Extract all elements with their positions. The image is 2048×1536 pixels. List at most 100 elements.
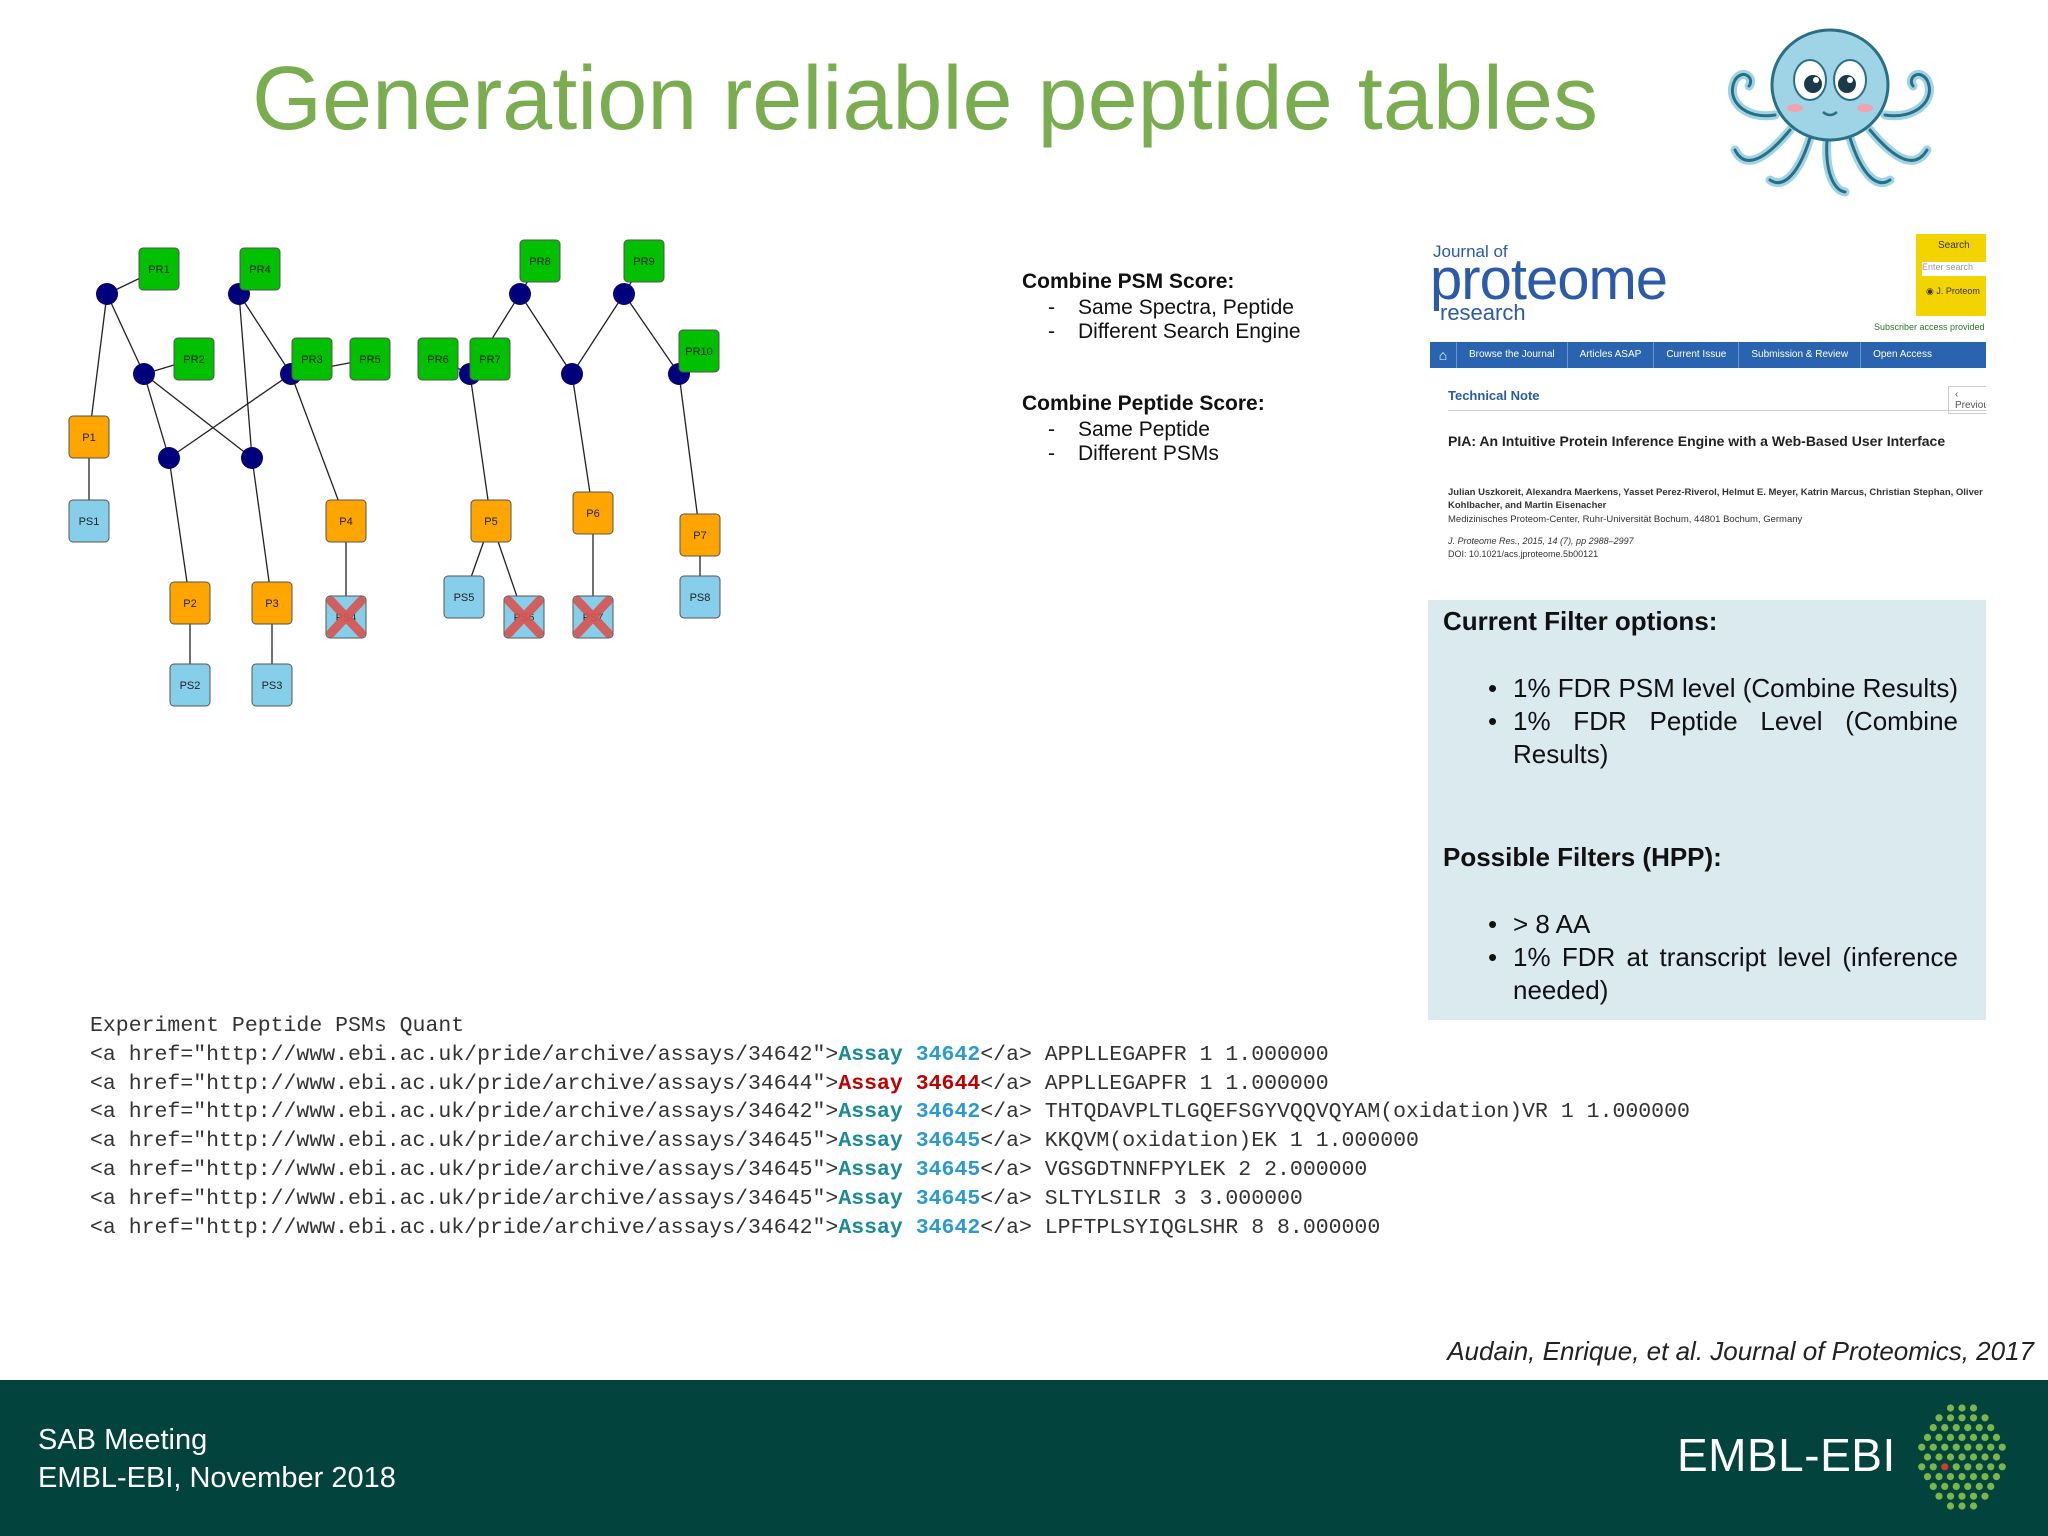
- psm-label: PS1: [79, 516, 100, 528]
- peptide-node: [251, 581, 293, 625]
- logo-dot: [1969, 1502, 1978, 1510]
- peptide-node: [470, 499, 512, 543]
- filter-item: 1% FDR PSM level (Combine Results): [1488, 672, 1958, 705]
- psm-score-heading: Combine PSM Score:: [1022, 270, 1235, 293]
- graph-edge: [143, 373, 253, 459]
- psm-score-item: -Different Search Engine: [1048, 320, 1301, 343]
- logo-dot: [1969, 1453, 1978, 1461]
- group-node: [158, 447, 180, 469]
- logo-dot: [1958, 1414, 1966, 1422]
- article-section: Technical Note: [1448, 388, 1540, 403]
- logo-dot: [1952, 1443, 1960, 1451]
- possible-filters-list: > 8 AA 1% FDR at transcript level (infer…: [1488, 908, 1958, 1007]
- graph-edge: [168, 373, 292, 459]
- filtered-cross-icon: [573, 596, 613, 638]
- protein-label: PR5: [359, 354, 380, 366]
- graph-edge: [571, 373, 594, 514]
- possible-filters-heading: Possible Filters (HPP):: [1443, 842, 1722, 872]
- table-row: <a href="http://www.ebi.ac.uk/pride/arch…: [90, 1215, 1381, 1240]
- assay-number: 34642: [902, 1042, 981, 1067]
- journal-nav-item: Browse the Journal: [1456, 342, 1567, 368]
- article-title: PIA: An Intuitive Protein Inference Engi…: [1448, 433, 1946, 449]
- peptide-label: P7: [693, 530, 706, 542]
- assay-label: Assay: [838, 1100, 903, 1125]
- peptide-label: P5: [484, 516, 497, 528]
- logo-dot: [1975, 1482, 1983, 1490]
- logo-dot: [1958, 1453, 1966, 1461]
- group-node: [509, 283, 531, 305]
- graph-edge: [290, 373, 347, 522]
- protein-label: PR6: [427, 354, 448, 366]
- logo-dot: [1941, 1482, 1949, 1490]
- peptide-label: P2: [183, 598, 196, 610]
- psm-node: [251, 663, 293, 707]
- group-node: [96, 283, 118, 305]
- reference-citation: Audain, Enrique, et al. Journal of Prote…: [1447, 1336, 2034, 1366]
- protein-label: PR2: [183, 354, 204, 366]
- graph-edge: [251, 457, 273, 604]
- filter-options-box: Current Filter options: 1% FDR PSM level…: [1428, 600, 1986, 1020]
- previous-button: ‹ Previous: [1948, 386, 1986, 414]
- logo-dot: [1964, 1482, 1972, 1490]
- logo-dot: [1946, 1473, 1955, 1481]
- logo-dot: [1946, 1404, 1955, 1412]
- logo-dot: [1935, 1414, 1943, 1422]
- logo-dot: [1952, 1463, 1960, 1471]
- logo-dot: [1929, 1463, 1937, 1471]
- psm-label: PS5: [454, 592, 475, 604]
- journal-logo: proteome: [1430, 247, 1668, 312]
- logo-dot: [1941, 1424, 1949, 1432]
- peptide-label: P3: [265, 598, 278, 610]
- logo-dot: [1946, 1502, 1955, 1510]
- logo-dot: [1935, 1433, 1943, 1441]
- logo-dot: [1987, 1482, 1995, 1490]
- graph-edge: [623, 293, 680, 375]
- protein-node: [349, 337, 391, 381]
- logo-dot: [1992, 1433, 2001, 1441]
- logo-dot: [1929, 1443, 1937, 1451]
- journal-nav-item: Submission & Review: [1738, 342, 1860, 368]
- logo-dot: [1941, 1443, 1949, 1451]
- protein-label: PR10: [685, 346, 713, 358]
- table-header: Experiment Peptide PSMs Quant: [90, 1014, 465, 1038]
- logo-dot: [1935, 1492, 1943, 1500]
- footer-date: EMBL-EBI, November 2018: [38, 1462, 396, 1494]
- filter-item: 1% FDR at transcript level (inference ne…: [1488, 941, 1958, 1007]
- assay-number: 34645: [902, 1157, 981, 1182]
- logo-dot: [1946, 1414, 1955, 1422]
- peptide-node: [679, 513, 721, 557]
- graph-edge: [168, 457, 191, 604]
- peptide-node: [572, 491, 614, 535]
- peptide-label: P1: [82, 432, 95, 444]
- filter-item: > 8 AA: [1488, 908, 1958, 941]
- protein-node: [417, 337, 459, 381]
- logo-dot: [1975, 1463, 1983, 1471]
- search-label: Search: [1938, 240, 1970, 251]
- logo-dot: [1952, 1424, 1960, 1432]
- filter-item: 1% FDR Peptide Level (Combine Results): [1488, 705, 1958, 771]
- peptide-score-heading: Combine Peptide Score:: [1022, 392, 1265, 415]
- logo-dot: [1958, 1492, 1966, 1500]
- graph-edge: [519, 293, 573, 375]
- logo-dot: [1929, 1482, 1937, 1490]
- filtered-cross-icon: [326, 596, 366, 638]
- logo-dot: [1918, 1463, 1926, 1471]
- table-row: <a href="http://www.ebi.ac.uk/pride/arch…: [90, 1042, 1329, 1067]
- logo-dot: [1952, 1482, 1960, 1490]
- logo-dot: [1941, 1463, 1949, 1471]
- graph-edge: [571, 293, 625, 375]
- article-authors: Julian Uszkoreit, Alexandra Maerkens, Ya…: [1448, 487, 1983, 511]
- assay-label: Assay: [838, 1186, 903, 1211]
- protein-label: PR4: [249, 264, 270, 276]
- logo-dot: [1981, 1433, 1989, 1441]
- assay-number: 34644: [902, 1071, 981, 1096]
- logo-dot: [1946, 1433, 1955, 1441]
- psm-node: [443, 575, 485, 619]
- logo-dot: [1987, 1463, 1995, 1471]
- journal-search-box: Search Enter search ◉ J. Proteom: [1916, 234, 1986, 316]
- footer-bar: SAB Meeting EMBL-EBI, November 2018 EMBL…: [0, 1380, 2048, 1536]
- assay-label: Assay: [838, 1129, 903, 1154]
- peptide-label: P6: [586, 508, 599, 520]
- logo-dot: [1946, 1492, 1955, 1500]
